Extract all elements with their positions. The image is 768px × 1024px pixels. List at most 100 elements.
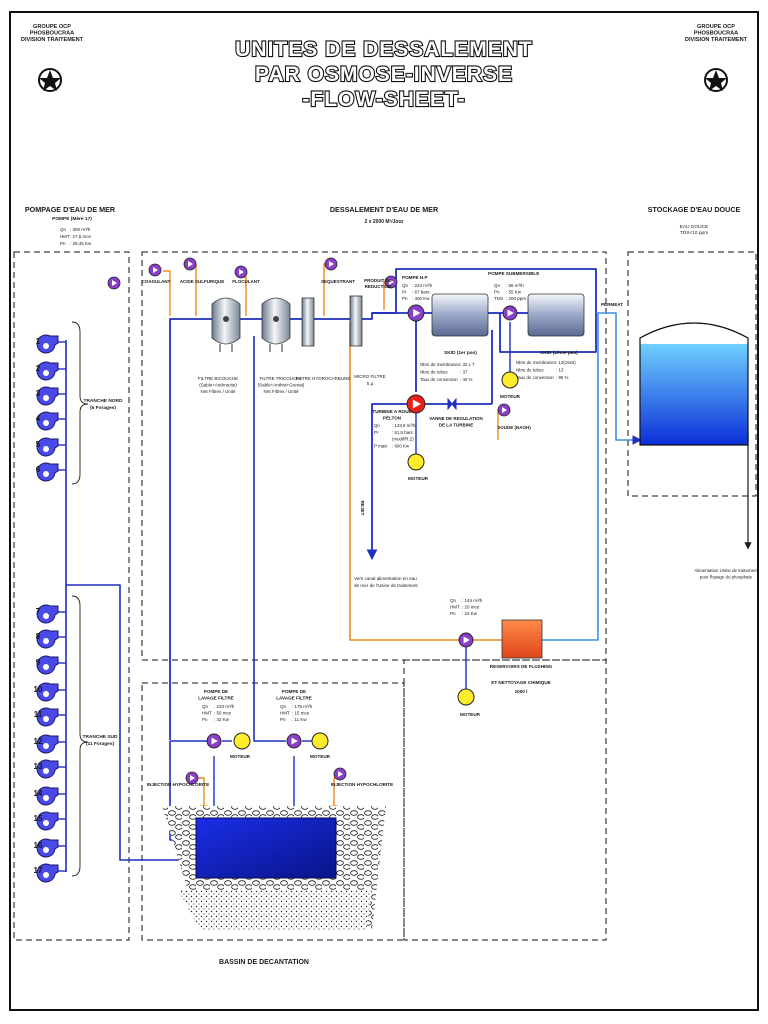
pompe-sub-title: POMPE SUBMERSIBLE [488,271,539,276]
stockage-sub: TDS<10 ppm [680,230,708,236]
pump-triangle-icon [389,279,394,285]
pompe-hp-spec-key: Pn [402,296,408,301]
flushing-spec-value: : 144 m³/h [462,598,483,603]
pump-eye [43,420,49,426]
filtre-bicouche-label: (Sable+Anthracite) [199,383,237,388]
pump-eye [43,471,49,477]
filter-port [273,316,279,322]
motor-icon [407,453,425,471]
seawater-main-pipe [169,318,214,740]
skid1-spec-value: : 32 x 7 [460,362,475,367]
pompe-mer-title: POMPE (Mère 17) [52,216,92,222]
filtre-hydrocarbure [301,297,315,347]
logo-left [38,68,62,92]
pompe-hp-spec-value: : 223 m³/h [412,283,433,288]
lavage2-spec-value: : 11 Kw [292,717,307,722]
flushing-title: 1000 l [515,689,528,694]
pump-eye [43,847,49,853]
pompe-hp-spec-value: : 67 bars [412,290,430,295]
pump-eye [43,872,49,878]
pump-eye [43,343,49,349]
pump-number: 9 [36,658,41,667]
skid1-spec-key: Nbre de membranes [420,362,461,367]
equipment [36,257,749,930]
flushing-tank [501,619,543,659]
turbine-title: PELTON [383,416,402,421]
filtre-tricouche-label: (Sable+Anthra+Grenat) [258,383,305,388]
page-title: PAR OSMOSE-INVERSE [255,63,513,86]
permeat-pipe [596,312,642,445]
tranche-nord: TRANCHE NORD [84,398,123,404]
rejet-note: Vers canal alimentation en eau [354,576,417,581]
pump-number: 17 [34,866,43,875]
pompe-hp-spec-key: Pr [402,290,407,295]
org-right-text: DIVISION TRAITEMENT [685,37,748,43]
org-left-text: PHOSBOUCRAA [30,31,74,37]
motor-icon [457,688,475,706]
stockage-sub: EAU DOUCE [680,224,709,230]
tranche-sud: (11 Forages) [86,741,115,747]
lavage1-spec-value: : 50 mce [214,711,232,716]
flushing-spec-key: HMT [450,605,460,610]
skid2-spec-key: Nbre de membranes [516,360,557,365]
pump-number: 7 [36,607,41,616]
pompe-mer-spec-value: : 28,45 Kw [70,241,92,246]
turbine-spec-key: P maxi [374,443,387,448]
pump-eye [43,795,49,801]
reagent-produit: REDUCTION [365,284,392,289]
pump-number: 11 [34,710,43,719]
pompe-mer-spec-key: Qn [60,227,67,232]
filtre-bicouche-label: FILTRE BICOUCHE [198,376,238,381]
flushing-spec-value: : 22 Kw [462,611,478,616]
pump-triangle-icon [502,407,507,413]
pump-triangle-icon [338,771,343,777]
lavage2-spec-value: : 175 m³/h [292,704,313,709]
reagent-floculant: FLOCULANT [232,279,260,284]
filtre-bicouche-label: Nr6 Filtres / Unité [200,389,236,394]
filtre-tricouche-label: Nr6 Filtres / Unité [263,389,299,394]
reagent-acide: ACIDE SULFURIQUE [180,279,225,284]
lavage1-spec-key: Qn [202,704,209,709]
pump-number: 2 [36,364,41,373]
lavage2-spec-key: Pn [280,717,286,722]
pompe-sub-spec-value: : 55 Kw [506,290,522,295]
flushing-box [403,659,607,941]
flushing-title: ET NETTOYAGE CHIMIQUE [491,680,550,685]
reagent-produit: PRODUIT DE [364,278,392,283]
org-right-text: GROUPE OCP [697,24,735,30]
pompe-hp-spec-key: Qn [402,283,409,288]
turbine-spec-key: Pr [374,430,379,435]
section-title-bassin: BASSIN DE DECANTATION [219,959,309,966]
star-icon [705,70,727,91]
rejet-pipe [366,403,408,561]
stockage-box [627,251,757,497]
org-left-text: GROUPE OCP [33,24,71,30]
reagent-sequestrant: SEQUESTRANT [321,279,355,284]
pump-eye [43,743,49,749]
pump-triangle-icon [188,261,193,267]
section-title-dessalement: DESSALEMENT D'EAU DE MER [330,205,439,214]
feed-basin-pipe [66,584,196,861]
micro-filtre [349,295,363,347]
pump-eye [43,395,49,401]
motor-icon [233,732,251,750]
storage-tank-outline [639,322,749,446]
section-title-pompage: POMPAGE D'EAU DE MER [25,205,116,214]
pump-triangle-icon [190,775,195,781]
lavage1-spec-key: HMT [202,711,212,716]
dessalement-box [141,251,607,661]
pompe-mer-spec-value: : 27,5 mce [70,234,92,239]
lavage1-title: POMPE DE [204,689,228,694]
lavage1-spec-key: Pn [202,717,208,722]
pompe-hp-spec-value: : 400 Kw [412,296,430,301]
filter-port [223,316,229,322]
motor-icon [501,371,519,389]
pompe-mer-spec-key: HMT [60,234,70,239]
usine-alimentation-pipe [740,429,752,550]
vanne-label: VANNE DE REGULATION [429,416,483,421]
dosing-hypo-1 [198,777,209,814]
rejet-label: REJET [360,501,365,516]
permeat-label: PERMEAT [601,302,623,307]
